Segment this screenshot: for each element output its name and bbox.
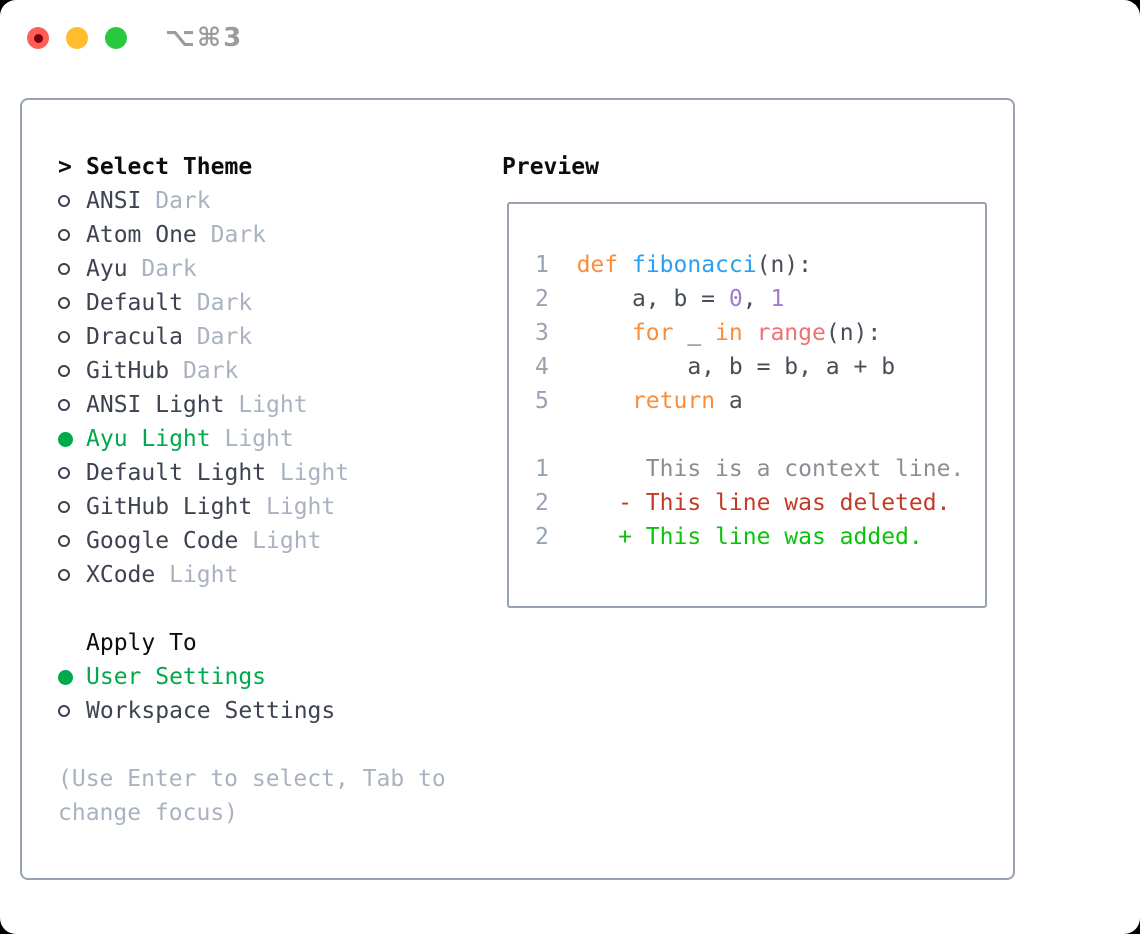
selection-arrow-icon: > [58,154,72,180]
code-line: 2 a, b = 0, 1 [535,286,785,312]
theme-option[interactable]: Google Code Light [58,524,446,558]
theme-variant: Light [238,528,322,554]
theme-option[interactable]: ANSI Light Light [58,388,446,422]
apply-option[interactable]: Workspace Settings [58,694,446,728]
theme-name: GitHub Light [86,494,253,520]
radio-selected-icon [58,431,86,447]
code-line: 4 a, b = b, a + b [535,354,896,380]
theme-name: Default Light [86,460,267,486]
theme-name: XCode [86,562,156,588]
code-line: 2 - This line was deleted. [535,490,951,516]
theme-option[interactable]: Ayu Dark [58,252,446,286]
theme-name: Atom One [86,222,197,248]
code-line: 3 for _ in range(n): [535,320,882,346]
theme-name: GitHub [86,358,170,384]
radio-unselected-icon [58,229,86,241]
theme-variant: Dark [182,324,253,350]
zoom-button-icon[interactable] [105,27,127,49]
apply-option-label: Workspace Settings [86,698,336,724]
radio-unselected-icon [58,195,86,207]
theme-option[interactable]: ANSI Dark [58,184,446,218]
theme-name: Default [86,290,183,316]
theme-option[interactable]: Dracula Dark [58,320,446,354]
apply-to-title: Apply To [86,630,197,656]
theme-name: ANSI Light [86,392,225,418]
theme-option[interactable]: GitHub Dark [58,354,446,388]
theme-variant: Dark [141,188,211,214]
keyboard-shortcut-label: ⌥⌘3 [165,23,244,53]
radio-unselected-icon [58,467,86,479]
radio-selected-icon [58,669,86,685]
theme-variant: Light [266,460,350,486]
unsaved-dot-icon [33,33,43,43]
theme-name: Ayu Light [86,426,211,452]
close-button-icon[interactable] [27,27,49,49]
traffic-lights [27,27,127,49]
theme-option[interactable]: GitHub Light Light [58,490,446,524]
code-line: 1 This is a context line. [535,456,965,482]
spacer [58,728,446,762]
theme-option[interactable]: Default Dark [58,286,446,320]
radio-unselected-icon [58,399,86,411]
radio-unselected-icon [58,331,86,343]
theme-variant: Dark [196,222,267,248]
radio-unselected-icon [58,569,86,581]
spacer [58,592,446,626]
theme-variant: Dark [182,290,253,316]
theme-variant: Light [252,494,336,520]
apply-option-label: User Settings [86,664,267,690]
theme-variant: Light [155,562,239,588]
theme-name: Dracula [86,324,183,350]
theme-option[interactable]: Atom One Dark [58,218,446,252]
titlebar: ⌥⌘3 [0,0,1140,74]
theme-list-header: > Select Theme [58,150,446,184]
theme-name: ANSI [86,188,142,214]
radio-unselected-icon [58,535,86,547]
code-line: 1 def fibonacci(n): [535,252,812,278]
theme-option[interactable]: XCode Light [58,558,446,592]
theme-list-title: Select Theme [86,154,253,180]
theme-option[interactable]: Ayu Light Light [58,422,446,456]
blank-line [535,418,985,452]
code-line: 5 return a [535,388,743,414]
preview-title: Preview [502,154,599,180]
code-line: 2 + This line was added. [535,524,923,550]
radio-unselected-icon [58,365,86,377]
radio-unselected-icon [58,705,86,717]
theme-option[interactable]: Default Light Light [58,456,446,490]
radio-unselected-icon [58,501,86,513]
theme-variant: Dark [127,256,197,282]
preview-box: 1 def fibonacci(n): 2 a, b = 0, 1 3 for _ … [507,202,987,608]
minimize-button-icon[interactable] [66,27,88,49]
theme-name: Google Code [86,528,239,554]
code-preview: 1 def fibonacci(n): 2 a, b = 0, 1 3 for _ … [509,204,985,554]
radio-unselected-icon [58,297,86,309]
radio-unselected-icon [58,263,86,275]
theme-variant: Light [210,426,294,452]
apply-option[interactable]: User Settings [58,660,446,694]
theme-variant: Light [224,392,308,418]
theme-name: Ayu [86,256,128,282]
hint-text-line-1: (Use Enter to select, Tab to [58,766,446,792]
hint-text-line-2: change focus) [58,800,239,826]
theme-variant: Dark [169,358,239,384]
apply-to-header: Apply To [58,626,446,660]
